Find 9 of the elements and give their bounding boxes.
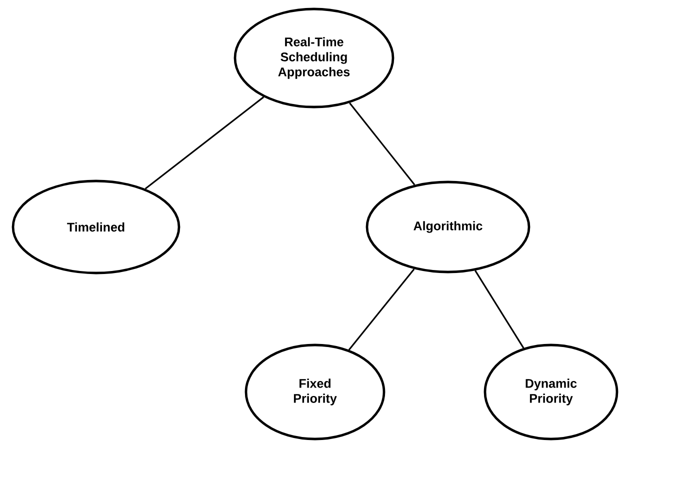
connector-line (349, 102, 416, 186)
ellipse-node: Dynamic Priority (484, 344, 618, 440)
connector-line (348, 268, 415, 350)
ellipse-node: Fixed Priority (244, 344, 386, 440)
ellipse-node: Algorithmic (366, 180, 530, 274)
connector-line (144, 96, 264, 190)
ellipse-node: Real-Time Scheduling Approaches (234, 8, 394, 108)
connector-line (474, 270, 524, 348)
ellipse-node: Timelined (12, 180, 180, 274)
